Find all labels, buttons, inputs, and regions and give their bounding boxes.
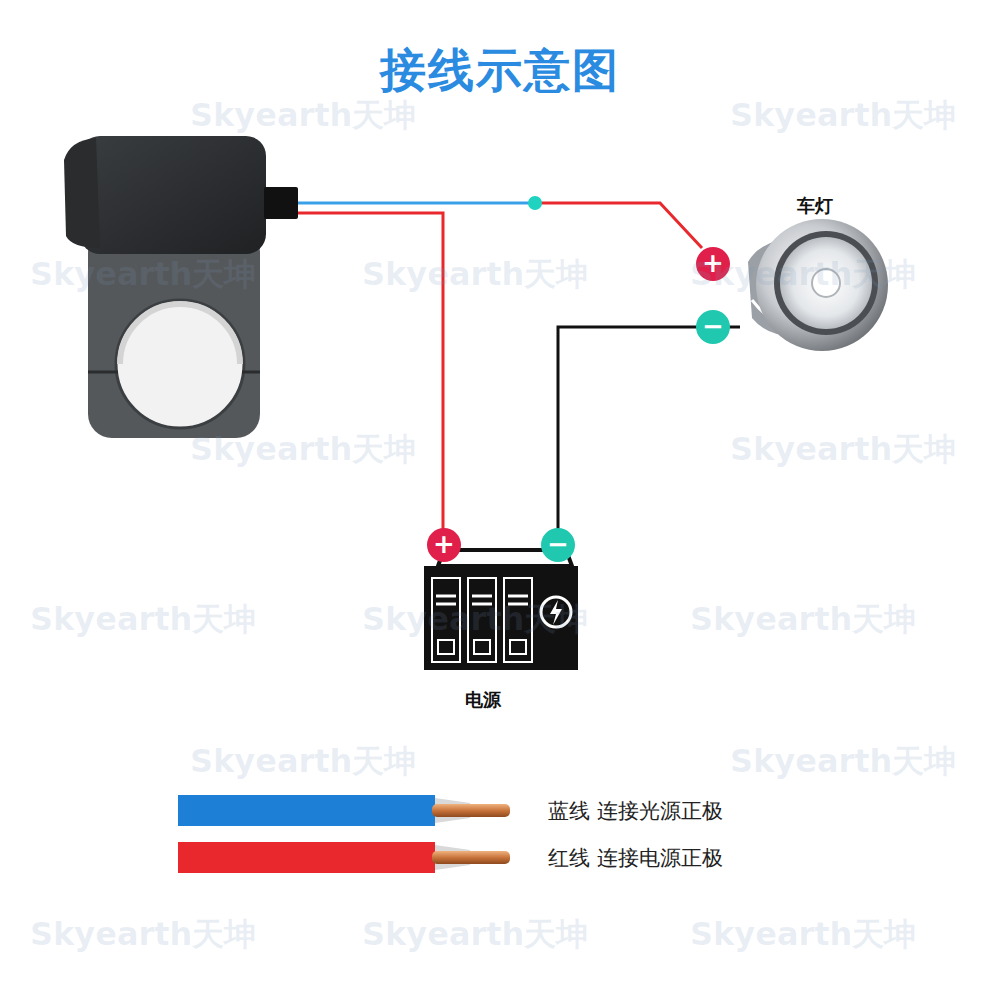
ground-wire: [558, 327, 740, 540]
watermark: Skyearth天坤: [30, 255, 256, 293]
terminal-circles: [427, 247, 730, 562]
watermark: Skyearth天坤: [362, 915, 588, 953]
wire-sample: [178, 795, 435, 826]
diagram-title: 接线示意图: [380, 40, 620, 102]
watermark: Skyearth天坤: [30, 915, 256, 953]
watermark: Skyearth天坤: [690, 915, 916, 953]
watermark: Skyearth天坤: [190, 96, 416, 134]
plus-sign: +: [427, 528, 461, 562]
watermark: Skyearth天坤: [362, 600, 588, 638]
minus-sign: −: [696, 310, 730, 344]
legend-text: 红线 连接电源正极: [548, 843, 723, 873]
watermark: Skyearth天坤: [690, 600, 916, 638]
minus-sign: −: [541, 528, 575, 562]
wires: [298, 196, 702, 530]
watermark: Skyearth天坤: [30, 600, 256, 638]
watermark: Skyearth天坤: [190, 430, 416, 468]
watermark: Skyearth天坤: [730, 96, 956, 134]
watermark: Skyearth天坤: [690, 255, 916, 293]
wire-sample-ends: [432, 798, 510, 870]
watermark: Skyearth天坤: [730, 742, 956, 780]
node-label: 电源: [465, 688, 501, 712]
wire-sample: [178, 842, 435, 873]
node-label: 车灯: [797, 194, 833, 218]
watermark: Skyearth天坤: [730, 430, 956, 468]
watermark: Skyearth天坤: [362, 255, 588, 293]
legend-text: 蓝线 连接光源正极: [548, 796, 723, 826]
watermark: Skyearth天坤: [190, 742, 416, 780]
